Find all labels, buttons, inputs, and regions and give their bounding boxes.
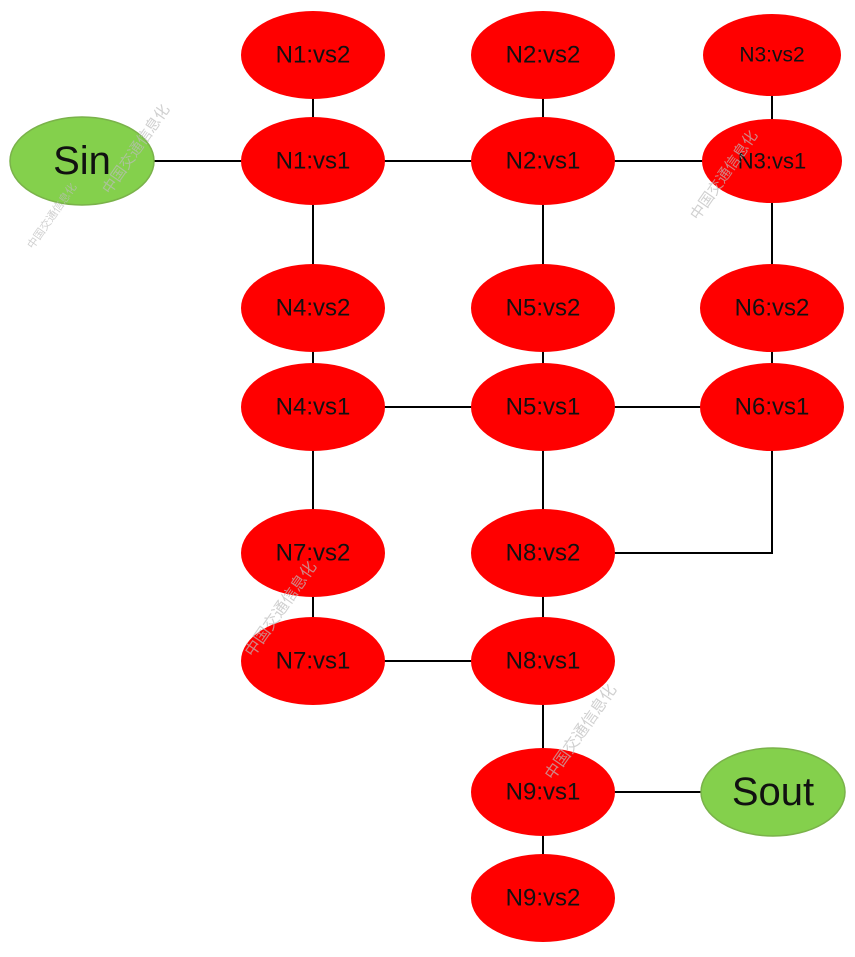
node-label-sout: Sout	[732, 770, 814, 814]
watermark-layer: 中国交通信息化中国交通信息化中国交通信息化中国交通信息化中国交通信息化	[24, 101, 761, 783]
node-n3vs1: N3:vs1	[702, 119, 842, 203]
edge-n6vs1-n8vs2	[543, 407, 773, 554]
node-shape-n6vs2	[700, 264, 844, 352]
node-n4vs2: N4:vs2	[241, 264, 385, 352]
node-shape-sout	[700, 747, 846, 837]
node-label-n8vs1: N8:vs1	[506, 648, 581, 675]
node-n8vs2: N8:vs2	[471, 509, 615, 597]
node-n7vs2: N7:vs2	[241, 509, 385, 597]
node-label-n5vs2: N5:vs2	[506, 295, 581, 322]
node-label-n3vs2: N3:vs2	[739, 44, 804, 67]
node-n1vs1: N1:vs1	[241, 117, 385, 205]
node-sin: Sin	[9, 116, 155, 206]
node-n2vs2: N2:vs2	[471, 11, 615, 99]
edges-layer	[82, 55, 773, 898]
node-label-sin: Sin	[53, 139, 111, 183]
node-label-n9vs2: N9:vs2	[506, 885, 581, 912]
node-label-n9vs1: N9:vs1	[506, 779, 581, 806]
node-n6vs2: N6:vs2	[700, 264, 844, 352]
node-n9vs2: N9:vs2	[471, 854, 615, 942]
node-n9vs1: N9:vs1	[471, 748, 615, 836]
node-shape-n8vs1	[471, 617, 615, 705]
node-label-n4vs2: N4:vs2	[276, 295, 351, 322]
node-shape-n1vs1	[241, 117, 385, 205]
node-shape-n3vs2	[703, 14, 841, 96]
node-shape-n7vs2	[241, 509, 385, 597]
node-shape-n5vs2	[471, 264, 615, 352]
node-shape-sin	[9, 116, 155, 206]
node-shape-n6vs1	[700, 363, 844, 451]
node-n7vs1: N7:vs1	[241, 617, 385, 705]
node-label-n5vs1: N5:vs1	[506, 394, 581, 421]
node-shape-n9vs2	[471, 854, 615, 942]
node-n4vs1: N4:vs1	[241, 363, 385, 451]
node-n6vs1: N6:vs1	[700, 363, 844, 451]
node-n8vs1: N8:vs1	[471, 617, 615, 705]
node-shape-n7vs1	[241, 617, 385, 705]
node-label-n4vs1: N4:vs1	[276, 394, 351, 421]
node-shape-n3vs1	[702, 119, 842, 203]
node-shape-n8vs2	[471, 509, 615, 597]
node-label-n2vs1: N2:vs1	[506, 148, 581, 175]
node-n2vs1: N2:vs1	[471, 117, 615, 205]
node-label-n7vs2: N7:vs2	[276, 540, 351, 567]
node-label-n6vs1: N6:vs1	[735, 394, 810, 421]
node-shape-n1vs2	[241, 11, 385, 99]
node-label-n7vs1: N7:vs1	[276, 648, 351, 675]
node-label-n8vs2: N8:vs2	[506, 540, 581, 567]
node-n5vs1: N5:vs1	[471, 363, 615, 451]
node-n3vs2: N3:vs2	[703, 14, 841, 96]
node-shape-n5vs1	[471, 363, 615, 451]
node-label-n1vs1: N1:vs1	[276, 148, 351, 175]
node-shape-n4vs1	[241, 363, 385, 451]
node-label-n6vs2: N6:vs2	[735, 295, 810, 322]
node-shape-n2vs2	[471, 11, 615, 99]
node-shape-n9vs1	[471, 748, 615, 836]
node-label-n3vs1: N3:vs1	[738, 149, 806, 174]
node-sout: Sout	[700, 747, 846, 837]
node-label-n1vs2: N1:vs2	[276, 42, 351, 69]
node-n1vs2: N1:vs2	[241, 11, 385, 99]
node-label-n2vs2: N2:vs2	[506, 42, 581, 69]
node-n5vs2: N5:vs2	[471, 264, 615, 352]
node-shape-n4vs2	[241, 264, 385, 352]
node-shape-n2vs1	[471, 117, 615, 205]
